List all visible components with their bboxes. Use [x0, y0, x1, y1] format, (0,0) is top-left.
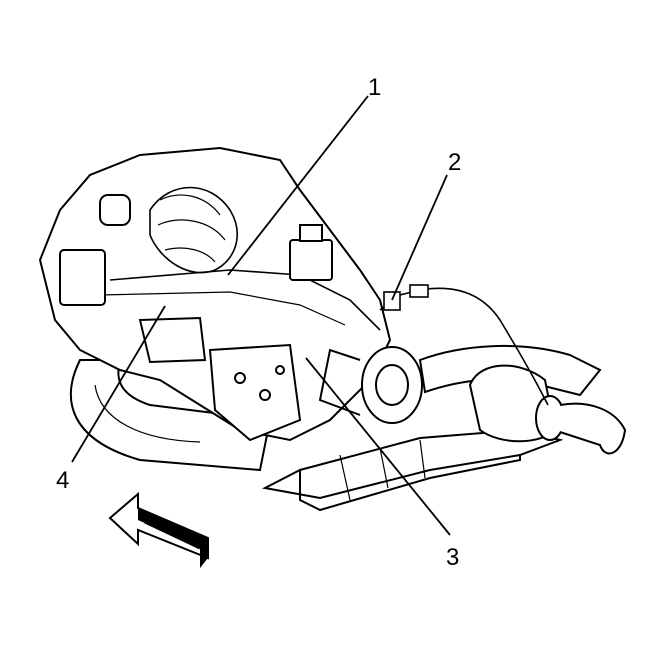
leader-lines: [71, 95, 451, 536]
callout-4: 4: [56, 467, 69, 494]
callout-2: 2: [448, 149, 461, 176]
left-exhaust-pipe: [69, 359, 272, 472]
oxygen-sensor-lead: [379, 284, 549, 406]
output-flange: [318, 346, 423, 424]
leader-line-3: [305, 357, 451, 536]
leader-line-1: [227, 95, 369, 276]
front-direction-arrow-icon: [108, 491, 209, 568]
right-exhaust-system: [418, 344, 627, 455]
engine-block: [38, 146, 392, 442]
callout-3: 3: [446, 544, 459, 571]
frame-crossmember: [261, 428, 564, 512]
callout-1: 1: [368, 74, 381, 101]
leader-line-2: [391, 174, 448, 301]
leader-line-4: [71, 305, 166, 463]
